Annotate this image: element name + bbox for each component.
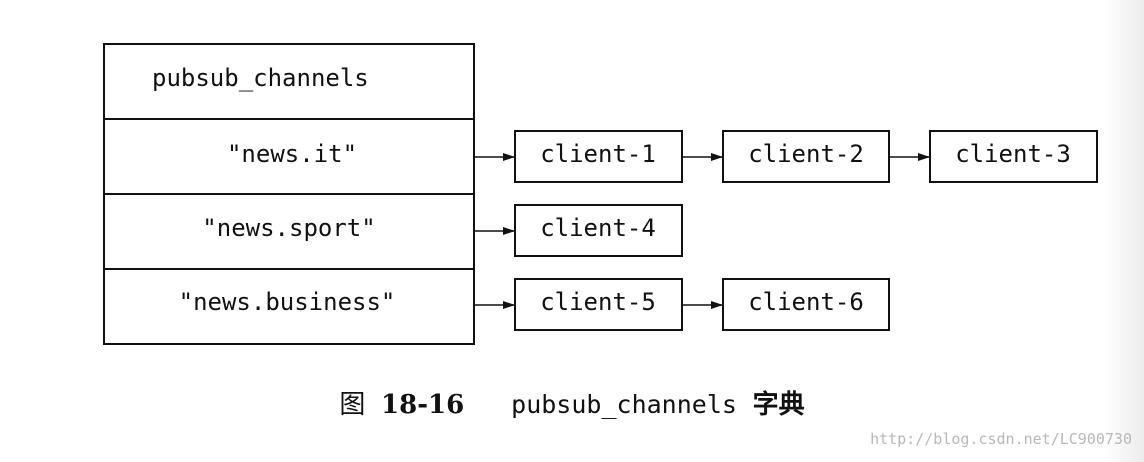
figure-number: 18-16	[381, 390, 465, 420]
client-node	[514, 204, 683, 257]
channel-key-news-business: "news.business"	[179, 288, 396, 316]
client-label: client-6	[748, 288, 864, 316]
figure-caption: 图 18-16 pubsub_channels 字典	[0, 384, 1144, 421]
dictionary-title: pubsub_channels	[152, 64, 369, 92]
client-list-news-business: client-5 client-6	[474, 278, 890, 331]
client-node	[722, 278, 890, 331]
figure-caption-code: pubsub_channels	[511, 390, 737, 419]
client-label: client-5	[540, 288, 656, 316]
client-label: client-3	[955, 140, 1071, 168]
client-node	[929, 130, 1098, 183]
pubsub-channels-diagram: pubsub_channels "news.it" "news.sport" "…	[103, 43, 1098, 345]
client-label: client-1	[540, 140, 656, 168]
watermark: http://blog.csdn.net/LC900730	[870, 430, 1132, 448]
client-list-news-sport: client-4	[474, 204, 683, 257]
client-list-news-it: client-1 client-2 client-3	[474, 130, 1098, 183]
client-node	[514, 130, 683, 183]
dictionary-table: pubsub_channels "news.it" "news.sport" "…	[103, 43, 475, 345]
channel-key-news-it: "news.it"	[227, 140, 357, 168]
client-label: client-2	[748, 140, 864, 168]
figure-prefix: 图	[339, 390, 382, 420]
page-edge-shade	[1104, 0, 1144, 462]
client-node	[514, 278, 683, 331]
channel-key-news-sport: "news.sport"	[202, 214, 375, 242]
client-label: client-4	[540, 214, 656, 242]
figure-caption-suffix: 字典	[752, 390, 805, 420]
